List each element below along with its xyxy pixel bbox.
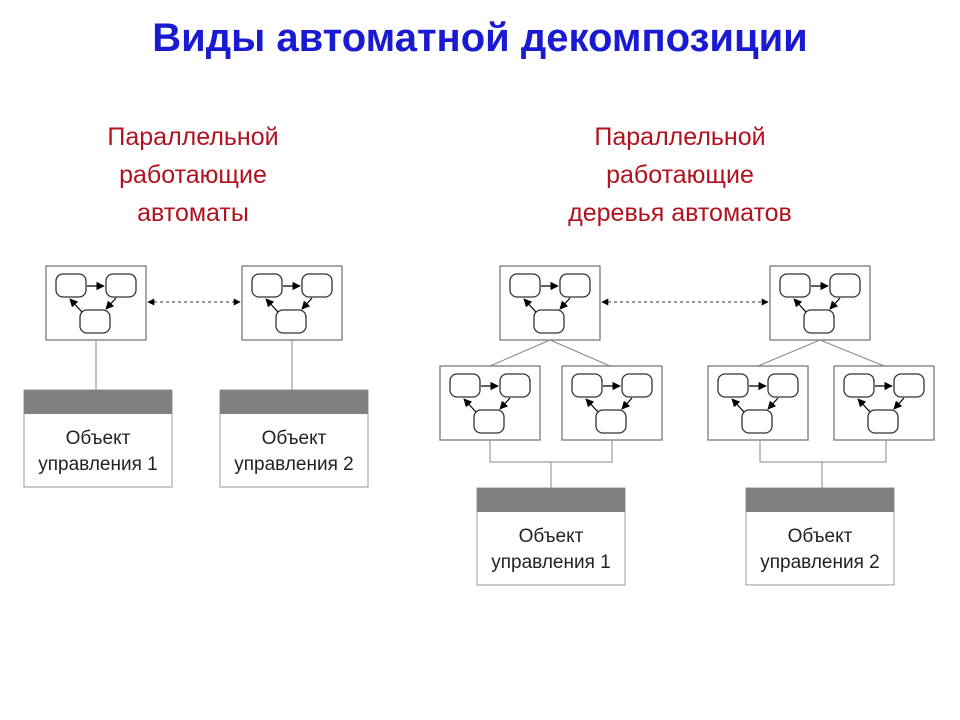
control-object-label: управления 1 <box>491 552 610 573</box>
tree-branch <box>819 339 885 367</box>
right-caption-line-3: деревья автоматов <box>568 199 792 227</box>
tree-branch <box>489 339 551 367</box>
left-caption-line-2: работающие <box>119 161 267 189</box>
right-caption: Параллельной работающие деревья автомато… <box>500 118 860 232</box>
state-machine-icon <box>834 366 934 440</box>
control-object-box: Объект управления 1 <box>23 389 173 488</box>
right-caption-line-1: Параллельной <box>594 123 766 151</box>
control-object-label: Объект <box>788 526 853 547</box>
tree-connector <box>759 440 887 463</box>
control-object-box: Объект управления 1 <box>476 487 626 586</box>
left-caption-line-3: автоматы <box>137 199 249 227</box>
left-caption-line-1: Параллельной <box>107 123 279 151</box>
control-object-label: Объект <box>519 526 584 547</box>
tree-branch <box>549 339 611 367</box>
right-caption-line-2: работающие <box>606 161 754 189</box>
state-machine-icon <box>500 266 600 340</box>
control-object-label: управления 1 <box>38 454 157 475</box>
control-object-label: Объект <box>66 428 131 449</box>
control-object-label: управления 2 <box>760 552 879 573</box>
state-machine-icon <box>562 366 662 440</box>
state-machine-icon <box>242 266 342 340</box>
control-object-label: управления 2 <box>234 454 353 475</box>
state-machine-icon <box>46 266 146 340</box>
control-object-box: Объект управления 2 <box>219 389 369 488</box>
state-machine-icon <box>708 366 808 440</box>
state-machine-icon <box>440 366 540 440</box>
right-group: Объект управления 1 Объект управления 2 <box>440 266 934 586</box>
tree-connector <box>489 440 613 463</box>
control-object-label: Объект <box>262 428 327 449</box>
tree-branch <box>757 339 821 367</box>
left-group: Объект управления 1 Объект управления 2 <box>23 266 369 488</box>
left-caption: Параллельной работающие автоматы <box>38 118 348 232</box>
control-object-box: Объект управления 2 <box>745 487 895 586</box>
state-machine-icon <box>770 266 870 340</box>
slide-title: Виды автоматной декомпозиции <box>152 16 808 60</box>
